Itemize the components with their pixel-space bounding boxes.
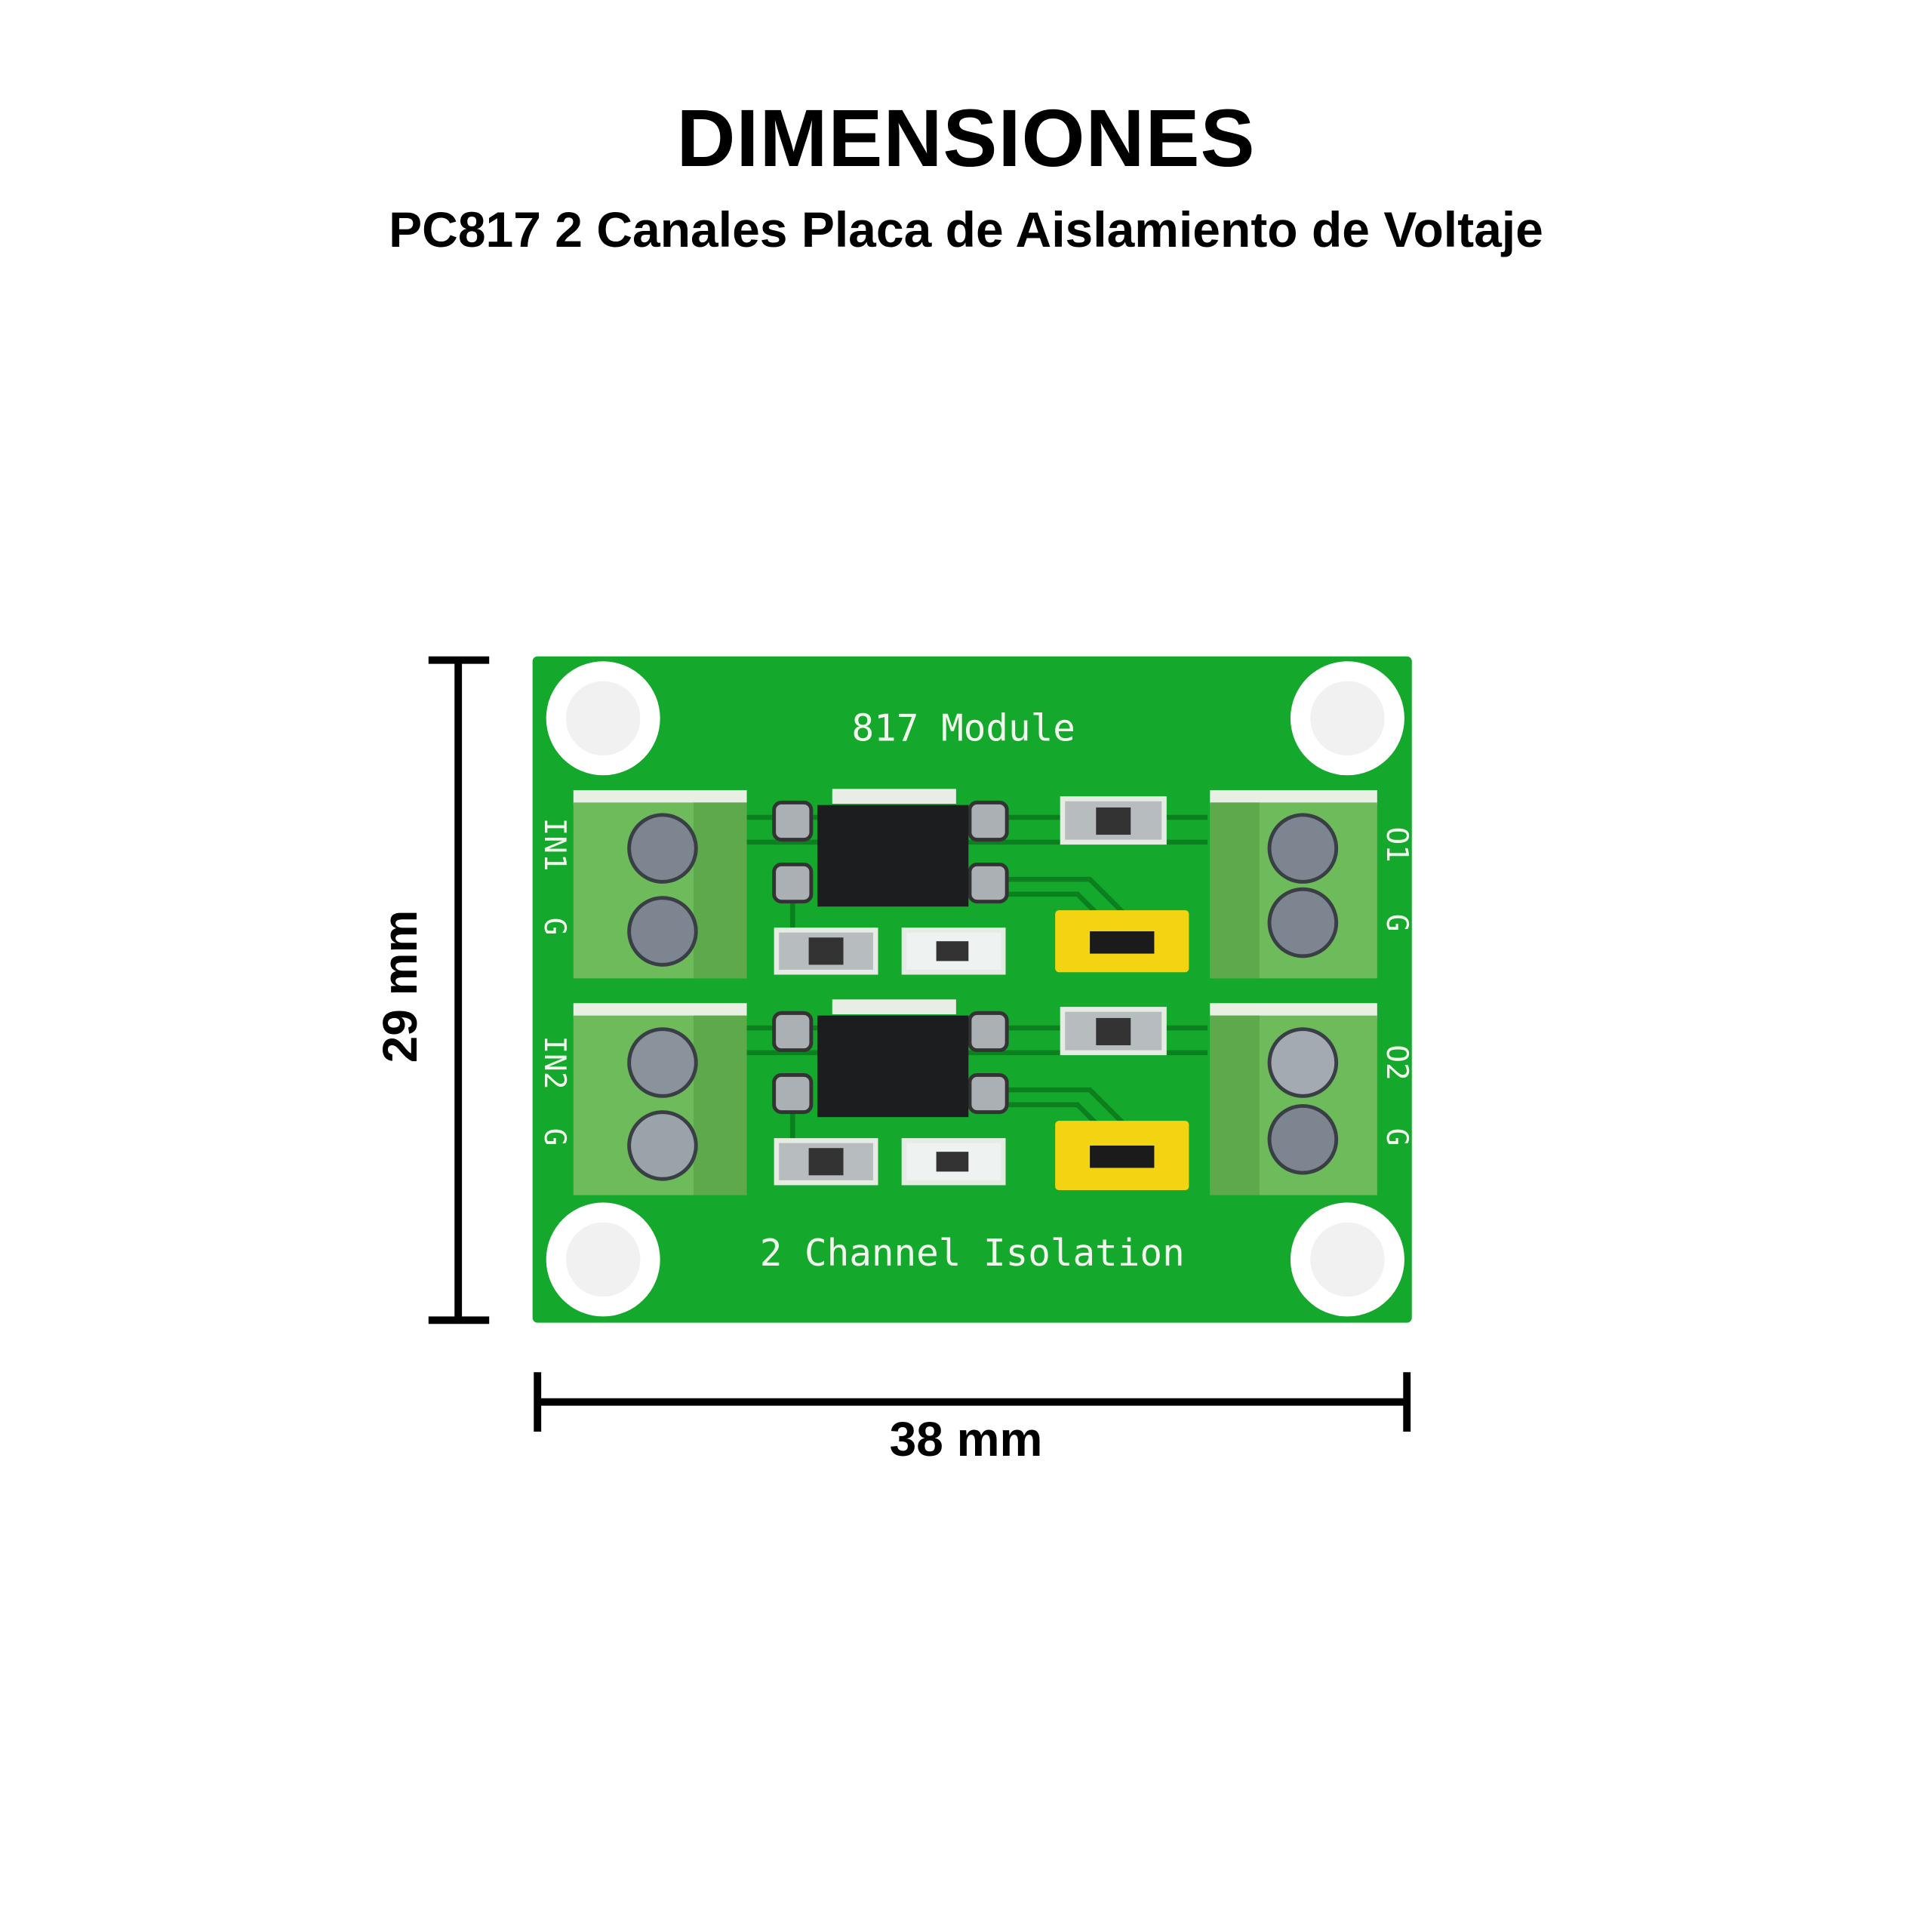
label-o1: O1 (1380, 826, 1414, 862)
screw-icon (1267, 1103, 1339, 1175)
page-subtitle: PC817 2 Canales Placa de Aislamiento de … (389, 202, 1543, 257)
screw-icon (627, 1110, 698, 1181)
terminal-block-in2 (573, 1003, 747, 1195)
terminal-block-o1 (1210, 789, 1377, 979)
screw-icon (627, 1027, 698, 1098)
board-top-text: 817 Module (852, 706, 1075, 749)
optocoupler-chip-2 (772, 999, 1009, 1118)
jumper-2 (1055, 1121, 1189, 1191)
screw-icon (1267, 887, 1339, 958)
jumper-1 (1055, 910, 1189, 973)
optocoupler-chip-1 (772, 789, 1009, 907)
label-g: G (1380, 1128, 1414, 1146)
label-in1: IN1 (537, 818, 572, 872)
pcb-board: 817 Module 2 Channel Isolation (532, 656, 1414, 1323)
screw-icon (627, 896, 698, 967)
height-dimension-line (428, 656, 490, 1324)
label-g: G (537, 918, 572, 936)
label-g: G (537, 1128, 572, 1146)
height-dimension-label: 29 mm (373, 909, 427, 1063)
screw-icon (627, 813, 698, 884)
page-title: DIMENSIONES (676, 92, 1256, 183)
label-o2: O2 (1380, 1044, 1414, 1080)
label-in2: IN2 (537, 1035, 572, 1089)
mounting-holes (546, 661, 1404, 1317)
width-dimension-label: 38 mm (889, 1412, 1043, 1466)
terminal-block-in1 (573, 789, 747, 979)
board-bottom-text: 2 Channel Isolation (760, 1231, 1185, 1275)
terminal-block-o2 (1210, 1003, 1377, 1195)
width-dimension-line (534, 1372, 1411, 1432)
label-g: G (1380, 914, 1414, 932)
screw-icon (1267, 1027, 1339, 1098)
screw-icon (1267, 813, 1339, 884)
